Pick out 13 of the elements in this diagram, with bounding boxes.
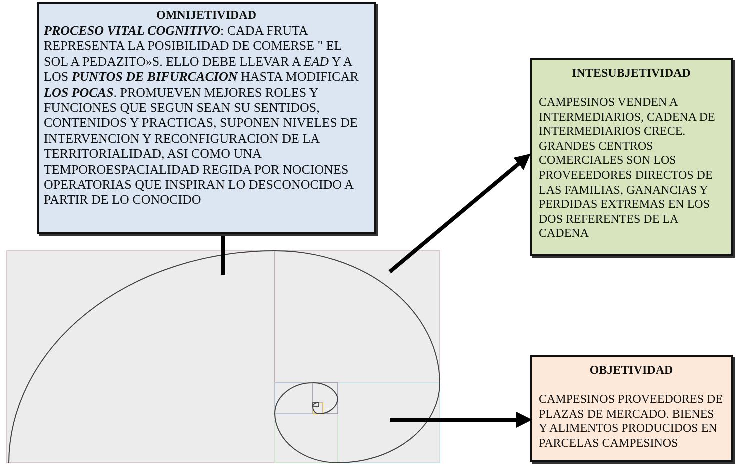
box-text: CAMPESINOS PROVEEDORES DE PLAZAS DE MERCADO. BIENES Y ALIMENTOS PRODUCIDOS EN PARCELAS CAMPESINOS xyxy=(539,392,724,450)
arrow xyxy=(390,412,532,428)
text-box xyxy=(37,2,376,234)
connector-line xyxy=(221,236,225,275)
golden-spiral-drawing xyxy=(6,250,441,464)
text-box xyxy=(530,58,733,256)
arrow xyxy=(388,154,531,274)
text-box xyxy=(530,355,733,462)
box-heading: OMNIJETIVIDAD xyxy=(155,8,258,23)
box-heading: OBJETIVIDAD xyxy=(588,363,674,378)
box-heading: INTESUBJETIVIDAD xyxy=(571,66,692,81)
box-text: PROCESO VITAL COGNITIVO: CADA FRUTA REPRESENTA LA POSIBILIDAD DE COMERSE " EL SOL A PEDAZITO»S. ELLO DEBE LLEVAR A EAD Y A LOS PUNTOS DE BIFURCACION HASTA MODIFICAR LOS POCAS. PROMUEVEN MEJORES ROLES Y FUNCIONES QUE SEGUN SEAN SU SENTIDOS, CONTENIDOS Y PRACTICAS, SUPONEN NIVELES DE INTERVENCION Y RECONFIGURACION DE LA TERRITORIALIDAD, ASI COMO UNA TEMPOROESPACIALIDAD REGIDA POR NOCIONES OPERATORIAS QUE INSPIRAN LO DESCONOCIDO A PARTIR DE LO CONOCIDO xyxy=(44,23,360,208)
box-text: CAMPESINOS VENDEN A INTERMEDIARIOS, CADENA DE INTERMEDIARIOS CRECE. GRANDES CENTROS COMERCIALES SON LOS PROVEEEDORES DIRECTOS DE LAS FAMILIAS, GANANCIAS Y PERDIDAS EXTREMAS EN LOS DOS REFERENTES DE LA CADENA xyxy=(539,95,716,241)
